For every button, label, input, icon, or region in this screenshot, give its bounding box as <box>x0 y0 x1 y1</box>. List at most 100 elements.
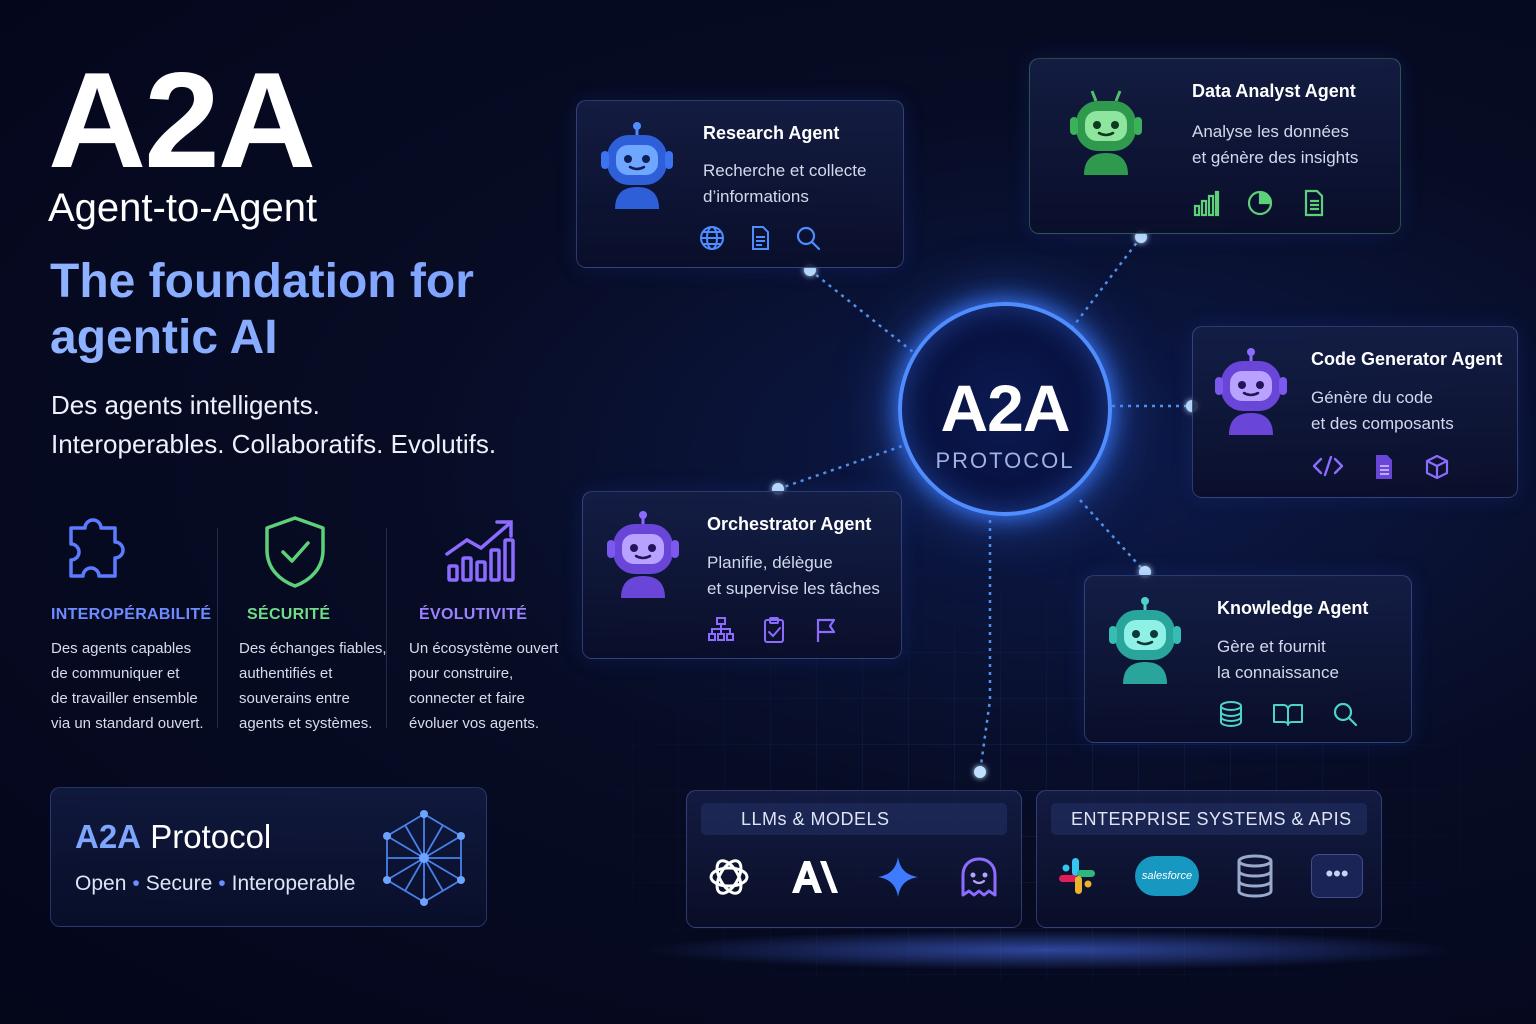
node-data-analyst <box>1135 231 1147 243</box>
feature-line: via un standard ouvert. <box>51 715 204 732</box>
search-icon <box>796 226 821 251</box>
agent-name: Knowledge Agent <box>1217 598 1369 618</box>
robot-icon <box>1068 87 1144 184</box>
agent-description: Génère du code et des composants <box>1311 385 1454 437</box>
feature-divider <box>386 528 387 728</box>
globe-icon <box>700 226 724 250</box>
link-bottom <box>978 520 992 773</box>
agent-name: Research Agent <box>703 123 840 143</box>
agent-card-data-analyst[interactable]: Data Analyst Agent Analyse les données e… <box>1029 58 1401 234</box>
agent-desc-line: Recherche et collecte <box>703 161 867 180</box>
link-research <box>809 269 919 357</box>
protocol-title-highlight: A2A <box>75 818 142 855</box>
agent-description: Gère et fournit la connaissance <box>1217 634 1339 686</box>
hero-title: A2A <box>48 44 316 196</box>
agent-desc-line: Gère et fournit <box>1217 637 1326 656</box>
feature-text: Des agents capables de communiquer et de… <box>51 636 226 736</box>
agent-card-orchestrator[interactable]: Orchestrator Agent Planifie, délègue et … <box>582 491 902 659</box>
feature-title: ÉVOLUTIVITÉ <box>419 606 528 623</box>
panel-enterprise-systems: ENTERPRISE SYSTEMS & APIS salesforce ••• <box>1036 790 1382 928</box>
agent-desc-line: et génère des insights <box>1192 148 1359 167</box>
feature-text: Des échanges fiables, authentifiés et so… <box>239 636 414 736</box>
floor-glow <box>640 930 1460 970</box>
database-icon <box>1220 701 1242 728</box>
protocol-tag: Secure <box>145 872 213 895</box>
agent-description: Recherche et collecte d’informations <box>703 158 866 210</box>
search-icon <box>1333 702 1358 727</box>
hierarchy-icon <box>708 617 734 641</box>
agent-description: Analyse les données et génère des insigh… <box>1192 119 1358 171</box>
agent-card-knowledge[interactable]: Knowledge Agent Gère et fournit la conna… <box>1084 575 1412 743</box>
protocol-tags: Open•Secure•Interoperable <box>75 872 356 895</box>
feature-line: de travailler ensemble <box>51 690 198 707</box>
agent-tools <box>1311 453 1451 481</box>
feature-line: souverains entre <box>239 690 350 707</box>
puzzle-icon <box>51 510 226 594</box>
hero-subtitle: Agent-to-Agent <box>48 186 318 230</box>
anthropic-logo-icon[interactable] <box>788 857 840 897</box>
ghost-model-icon[interactable] <box>955 853 1003 901</box>
growth-chart-icon <box>409 510 584 594</box>
desc-line-1: Des agents intelligents. <box>51 390 320 420</box>
pie-chart-icon <box>1247 190 1273 216</box>
agent-desc-line: et supervise les tâches <box>707 579 880 598</box>
tagline-line-1: The foundation for <box>50 255 474 308</box>
feature-divider <box>217 528 218 728</box>
link-data-analyst <box>1071 236 1142 329</box>
feature-line: de communiquer et <box>51 665 180 682</box>
panel-llms-models: LLMs & MODELS <box>686 790 1022 928</box>
database-icon[interactable] <box>1235 853 1275 899</box>
book-icon <box>1273 704 1303 726</box>
feature-line: agents et systèmes. <box>239 715 373 732</box>
protocol-title-rest: Protocol <box>150 818 272 855</box>
feature-title: SÉCURITÉ <box>247 606 331 623</box>
robot-icon <box>1107 596 1183 693</box>
document-icon <box>1304 189 1324 217</box>
bar-chart-icon <box>1193 190 1220 217</box>
a2a-protocol-hub[interactable]: A2A PROTOCOL <box>898 302 1112 516</box>
feature-interoperability: INTEROPÉRABILITÉ Des agents capables de … <box>51 510 226 736</box>
agent-desc-line: Planifie, délègue <box>707 553 833 572</box>
document-icon <box>752 226 769 250</box>
slack-logo-icon[interactable] <box>1055 854 1099 898</box>
file-icon <box>1376 455 1392 479</box>
feature-line: Des agents capables <box>51 640 192 657</box>
salesforce-logo-icon[interactable]: salesforce <box>1135 856 1199 896</box>
gemini-sparkle-icon[interactable] <box>876 855 920 899</box>
openai-logo-icon[interactable] <box>705 853 753 901</box>
network-cube-icon <box>381 808 467 913</box>
feature-security: SÉCURITÉ Des échanges fiables, authentif… <box>239 510 414 736</box>
agent-tools <box>1217 700 1359 728</box>
protocol-tag: Open <box>75 872 127 895</box>
panel-title: ENTERPRISE SYSTEMS & APIS <box>1051 803 1367 835</box>
feature-line: pour construire, <box>409 665 514 682</box>
agent-tools <box>699 225 821 251</box>
desc-line-2: Interoperables. Collaboratifs. Evolutifs… <box>51 429 497 459</box>
feature-text: Un écosystème ouvert pour construire, co… <box>409 636 584 736</box>
feature-line: Des échanges fiables, <box>239 640 387 657</box>
agent-desc-line: Génère du code <box>1311 388 1433 407</box>
agent-card-research[interactable]: Research Agent Recherche et collecte d’i… <box>576 100 904 268</box>
clipboard-check-icon <box>764 617 784 643</box>
more-icon[interactable]: ••• <box>1311 854 1363 898</box>
agent-tools <box>1192 189 1328 217</box>
tagline-line-2: agentic AI <box>50 311 278 364</box>
code-icon <box>1312 455 1344 477</box>
robot-icon <box>599 121 675 218</box>
agent-tools <box>707 616 839 644</box>
agent-description: Planifie, délègue et supervise les tâche… <box>707 550 880 602</box>
feature-line: évoluer vos agents. <box>409 715 540 732</box>
node-bottom <box>974 766 986 778</box>
agent-desc-line: et des composants <box>1311 414 1454 433</box>
hub-subtitle: PROTOCOL <box>935 448 1075 473</box>
agent-card-code-generator[interactable]: Code Generator Agent Génère du code et d… <box>1192 326 1518 498</box>
agent-name: Code Generator Agent <box>1311 349 1503 369</box>
agent-desc-line: la connaissance <box>1217 663 1339 682</box>
link-knowledge <box>1079 499 1146 573</box>
feature-title: INTEROPÉRABILITÉ <box>51 606 212 623</box>
tagline: The foundation for agentic AI <box>50 254 520 366</box>
panel-title: LLMs & MODELS <box>701 803 1007 835</box>
flag-icon <box>816 618 836 642</box>
feature-scalability: ÉVOLUTIVITÉ Un écosystème ouvert pour co… <box>409 510 584 736</box>
robot-icon <box>1213 347 1289 444</box>
